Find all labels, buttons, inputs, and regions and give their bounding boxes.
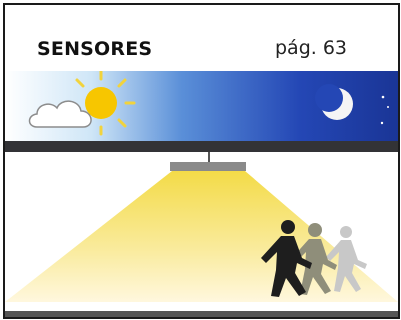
diagram-frame: SENSORES pág. 63: [3, 3, 400, 319]
crescent-moon-icon: [315, 84, 353, 120]
walking-person-faded-2: [326, 226, 367, 292]
ceiling: [5, 141, 398, 152]
stars: [380, 95, 389, 125]
room-scene: [5, 152, 398, 302]
light-beam: [5, 171, 398, 302]
ceiling-lamp-icon: [170, 152, 246, 171]
walking-person-faded-1: [292, 223, 337, 295]
header: SENSORES pág. 63: [5, 5, 398, 71]
sun-icon: [75, 71, 136, 136]
page-title: SENSORES: [37, 38, 153, 60]
floor: [5, 311, 398, 317]
walking-person-icon: [261, 220, 312, 297]
cloud-icon: [28, 100, 92, 128]
sky-band: [5, 71, 398, 141]
page-number: pág. 63: [275, 37, 348, 59]
